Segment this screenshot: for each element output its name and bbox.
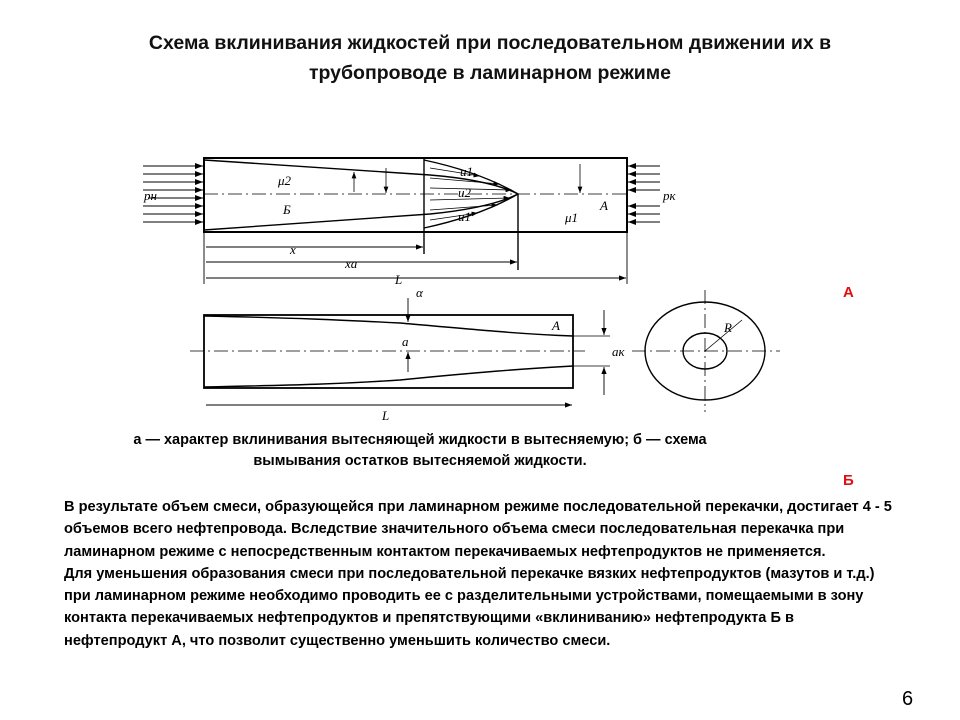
diagram-b-labels: α А a aк L R [381,285,732,423]
caption-line-1: а — характер вклинивания вытесняющей жид… [133,432,707,448]
label-mu2: μ2 [277,173,292,188]
label-r: R [723,320,732,335]
label-mu1: μ1 [564,210,578,225]
label-l-lower: L [381,408,389,423]
paragraph-1: В результате объем смеси, образующейся п… [64,499,892,560]
label-l-upper: L [394,272,402,287]
diagram-b [190,290,780,412]
title-line-2: трубопроводе в ламинарном режиме [308,62,672,84]
slide-title: Схема вклинивания жидкостей при последов… [40,28,940,88]
label-u1-bottom: u1 [458,209,471,224]
diagram-a-labels: pн pк μ2 Б u1 u2 u1 А μ1 x xa L [143,164,677,287]
label-ak: aк [612,344,626,359]
page-number: 6 [902,688,914,710]
title-line-1: Схема вклинивания жидкостей при последов… [148,32,832,54]
label-a-small: a [402,334,409,349]
label-xa: xa [344,256,358,271]
marker-a: А [843,284,854,301]
label-x: x [289,242,296,257]
caption-line-2: вымывания остатков вытесняемой жидкости. [253,453,587,469]
label-p-n: pн [143,188,157,203]
label-a-lower: А [551,318,560,333]
label-b: Б [282,202,291,217]
label-a-upper: А [599,198,608,213]
label-u1-top: u1 [460,164,473,179]
label-u2: u2 [458,185,472,200]
diagram-a [143,157,660,284]
label-p-k: pк [662,188,677,203]
paragraph-2: Для уменьшения образования смеси при пос… [64,565,875,649]
figure-caption: а — характер вклинивания вытесняющей жид… [70,430,770,472]
marker-b: Б [843,472,854,489]
label-alpha: α [416,285,424,300]
body-text: В результате объем смеси, образующейся п… [64,496,894,652]
